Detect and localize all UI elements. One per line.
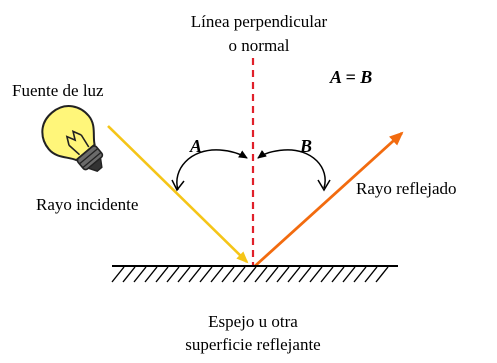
mirror-hatch-mark [144,266,158,283]
angle-b-label: B [299,136,312,156]
mirror-hatch-mark [221,266,235,283]
reflected-ray [254,131,404,268]
mirror-label-1: Espejo u otra [208,312,298,331]
incident-ray [107,125,249,264]
mirror-hatch-mark [364,266,378,283]
mirror-hatch-mark [265,266,279,283]
normal-line-label-1: Línea perpendicular [191,12,328,31]
mirror-hatch-mark [287,266,301,283]
mirror-hatch-mark [298,266,312,283]
equation-label: A = B [329,67,372,87]
mirror-hatch-mark [243,266,257,283]
mirror-hatch-mark [177,266,191,283]
mirror-hatch-mark [155,266,169,283]
mirror-hatch-mark [353,266,367,283]
angle-b-arc [257,149,326,189]
mirror-hatch-mark [309,266,323,283]
mirror-hatch-mark [232,266,246,283]
mirror-hatch-mark [342,266,356,283]
mirror-surface [111,265,398,283]
mirror-hatch-mark [166,266,180,283]
mirror-label-2: superficie reflejante [185,335,320,354]
mirror-hatch-mark [320,266,334,283]
light-source-label: Fuente de luz [12,81,104,100]
mirror-hatch-mark [111,266,125,283]
mirror-hatch-mark [188,266,202,283]
angle-a-label: A [189,136,202,156]
reflected-ray-label: Rayo reflejado [356,179,457,198]
mirror-hatch-mark [122,266,136,283]
normal-line-label-2: o normal [229,36,290,55]
mirror-hatch-mark [199,266,213,283]
mirror-hatch-mark [210,266,224,283]
light-bulb-icon [41,105,104,172]
incident-ray-label: Rayo incidente [36,195,138,214]
mirror-hatch-mark [331,266,345,283]
mirror-hatch-mark [133,266,147,283]
mirror-hatch-mark [375,266,389,283]
mirror-hatch-mark [276,266,290,283]
angle-a-arc [176,149,248,191]
mirror-hatch-mark [254,266,268,283]
